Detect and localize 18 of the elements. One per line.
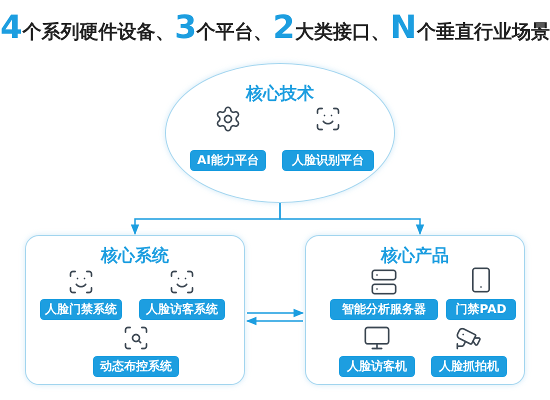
label-tag: 人脸访客系统	[139, 299, 225, 320]
label-tag: 动态布控系统	[93, 356, 179, 377]
label-tag: 人脸识别平台	[282, 150, 374, 171]
label-tag: 人脸抓拍机	[431, 356, 507, 377]
label-tag: 门禁PAD	[446, 299, 516, 320]
diagram-title: 4个系列硬件设备、3个平台、2大类接口、N个垂直行业场景	[0, 8, 550, 46]
label-tag: AI能力平台	[190, 150, 266, 171]
section-heading: 核心技术	[246, 83, 314, 105]
connector-arrow	[279, 203, 424, 236]
label-tag: 智能分析服务器	[330, 299, 438, 320]
label-tag: 人脸门禁系统	[40, 299, 122, 320]
section-heading: 核心系统	[101, 245, 169, 267]
section-panel	[305, 235, 525, 385]
connector-arrow	[246, 316, 303, 326]
section-panel	[25, 235, 245, 385]
section-heading: 核心产品	[381, 245, 449, 267]
connector-arrow	[247, 308, 304, 318]
label-tag: 人脸访客机	[339, 356, 415, 377]
